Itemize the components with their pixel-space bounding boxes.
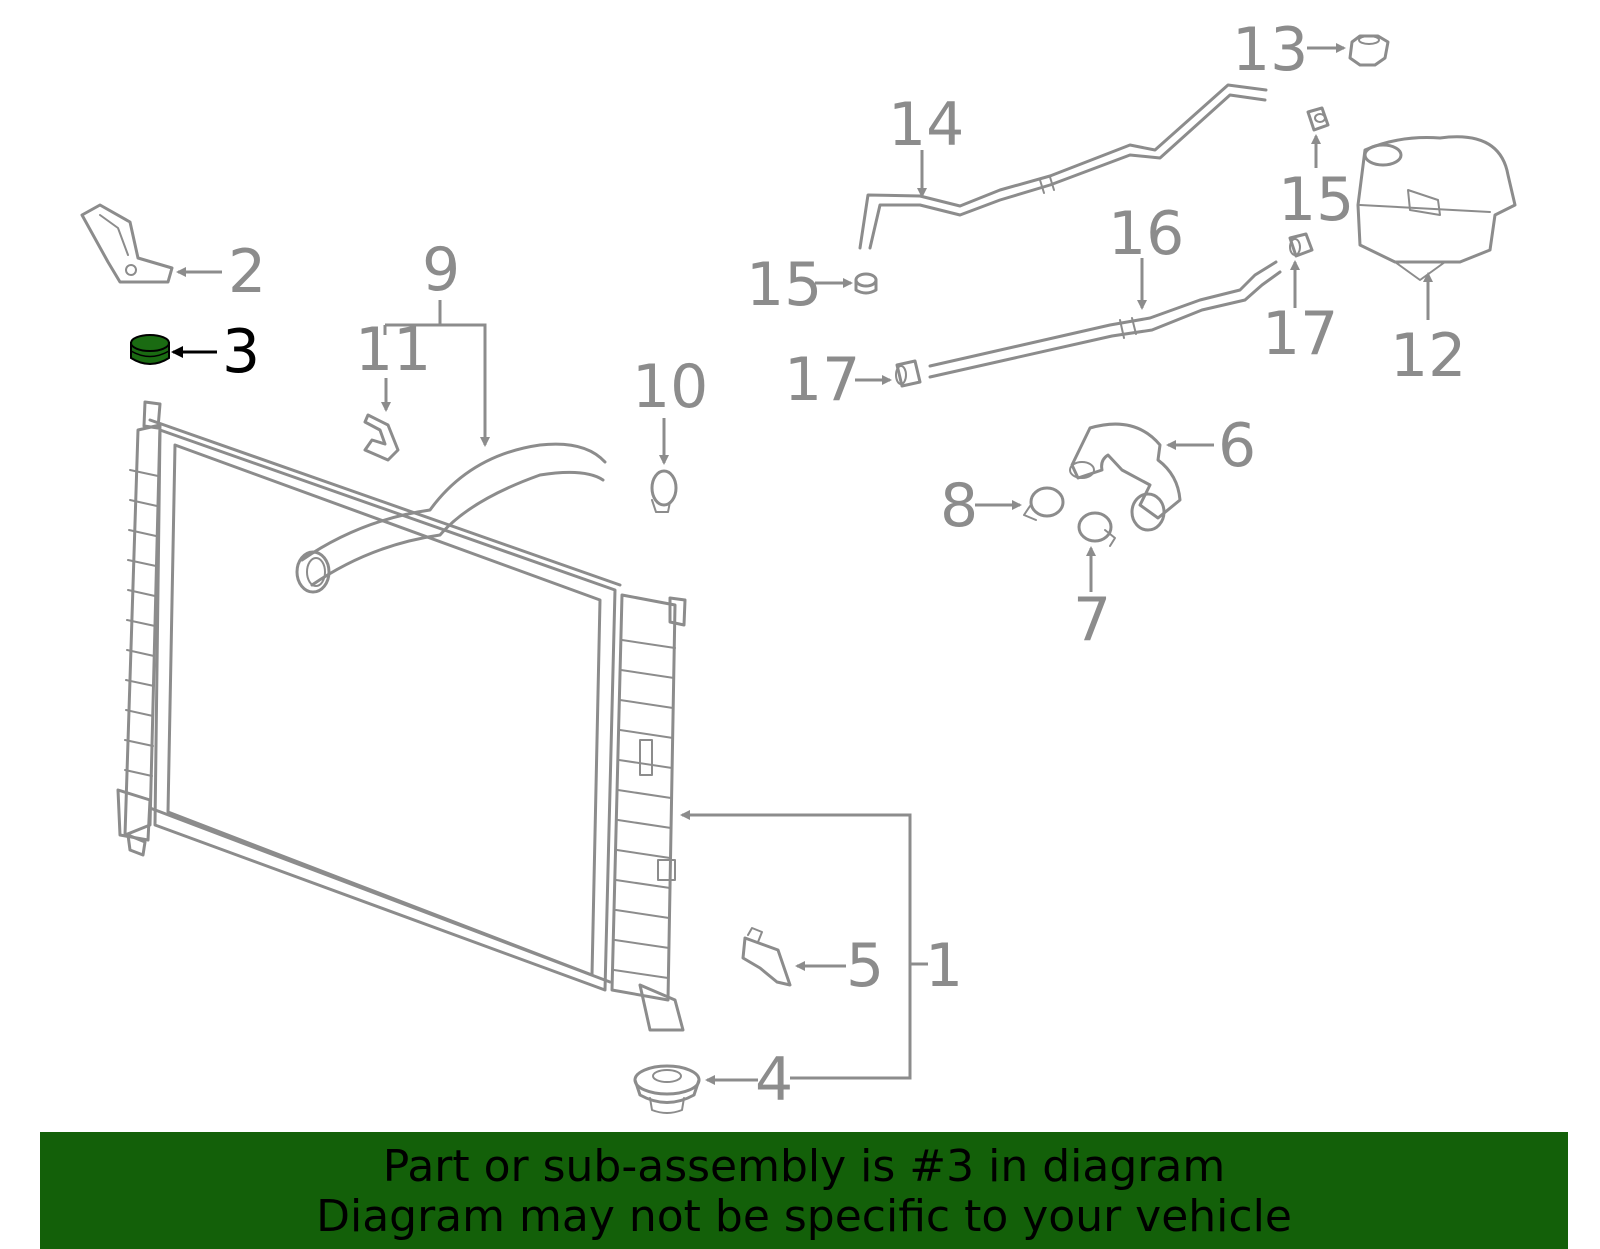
plug-part-15-lower — [854, 272, 878, 295]
clip-part-11 — [363, 413, 400, 462]
callout-2: 2 — [228, 237, 266, 307]
callout-12: 12 — [1390, 321, 1466, 391]
banner-line-1: Part or sub-assembly is #3 in diagram — [382, 1141, 1226, 1192]
callout-17-right: 17 — [1262, 299, 1338, 369]
insulator-part-4 — [633, 1064, 701, 1114]
callout-7: 7 — [1073, 585, 1111, 655]
upper-hose-part-9 — [295, 442, 607, 594]
sleeve-part-17-right — [1288, 232, 1314, 258]
callout-4: 4 — [755, 1045, 793, 1115]
radiator-part — [116, 400, 687, 1032]
callout-5: 5 — [846, 931, 884, 1001]
clamp-part-10 — [650, 469, 678, 513]
cap-part-13 — [1348, 34, 1390, 67]
clamp-part-7 — [1077, 511, 1116, 547]
callout-14: 14 — [888, 90, 964, 160]
callout-13: 13 — [1232, 15, 1308, 85]
clamp-part-8 — [1023, 486, 1065, 521]
bracket-part-2 — [80, 203, 174, 284]
callout-16: 16 — [1108, 199, 1184, 269]
plug-part-15-upper — [1306, 106, 1330, 132]
banner-line-2: Diagram may not be specific to your vehi… — [316, 1191, 1292, 1242]
callout-labels: 1 2 3 4 5 6 7 8 9 10 11 12 13 14 15 15 1… — [222, 15, 1466, 1115]
callout-3: 3 — [222, 317, 260, 387]
callout-11: 11 — [355, 315, 431, 385]
callout-15-lower: 15 — [746, 250, 822, 320]
callout-17-left: 17 — [784, 345, 860, 415]
reservoir-part-12 — [1356, 135, 1517, 281]
callout-6: 6 — [1218, 411, 1256, 481]
hose-part-14 — [858, 83, 1268, 250]
info-banner: Part or sub-assembly is #3 in diagram Di… — [40, 1132, 1568, 1249]
callout-10: 10 — [632, 352, 708, 422]
callout-15-upper: 15 — [1278, 165, 1354, 235]
drain-plug-part-5 — [741, 927, 792, 987]
leader-lines — [171, 43, 1433, 1085]
hose-part-6 — [1069, 422, 1182, 532]
insulator-part-3 — [130, 334, 170, 365]
hose-part-16 — [928, 260, 1282, 379]
callout-1: 1 — [925, 931, 963, 1001]
callout-9: 9 — [422, 235, 460, 305]
callout-8: 8 — [940, 471, 978, 541]
sleeve-part-17-left — [895, 359, 922, 388]
